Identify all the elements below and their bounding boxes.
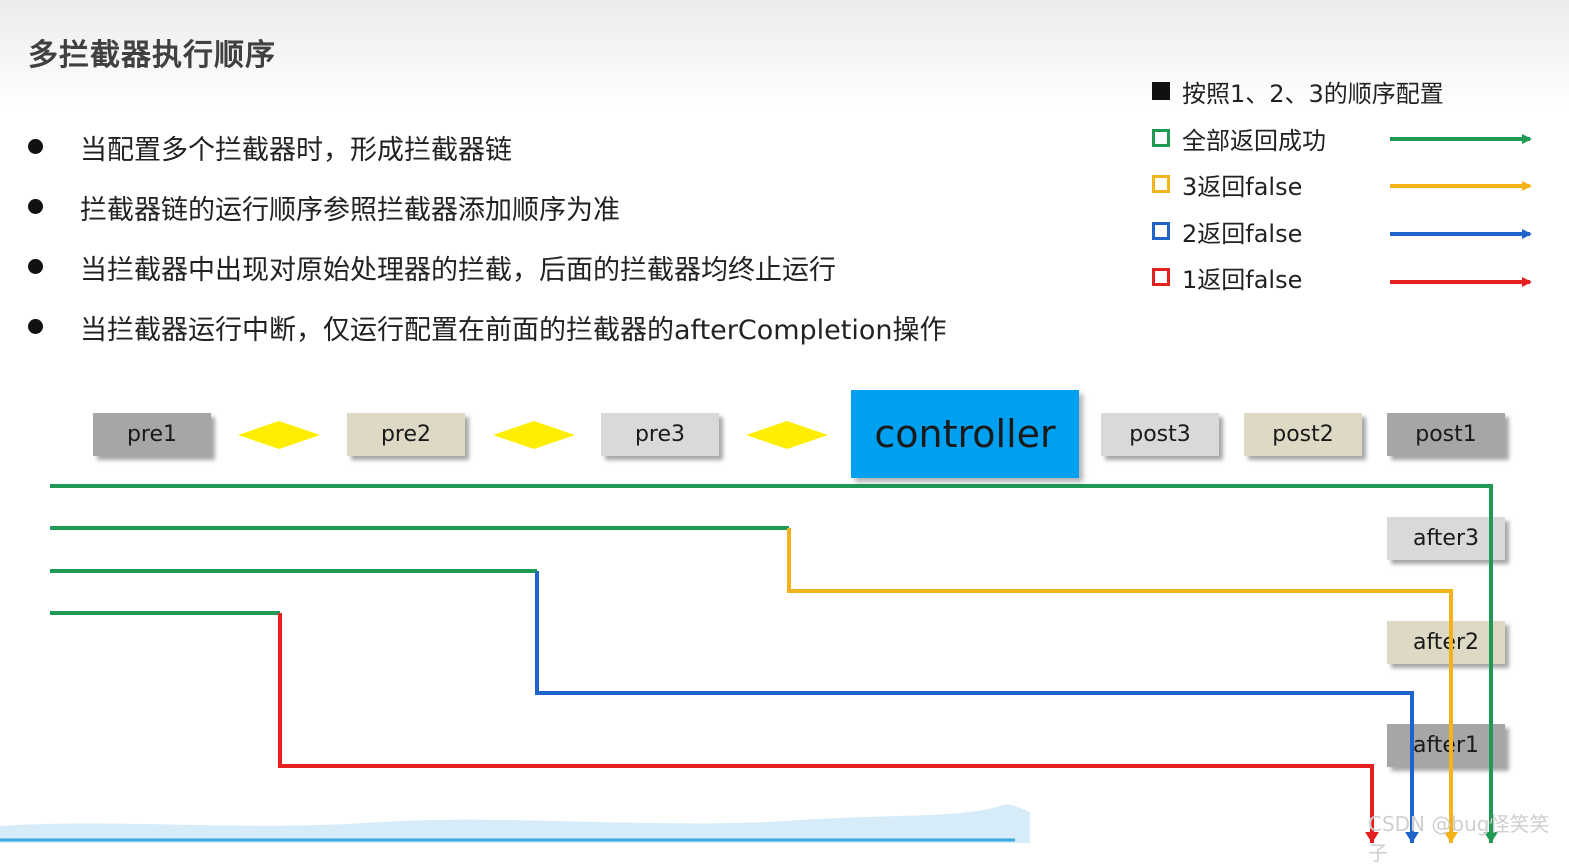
diamond-connector-3: [746, 421, 828, 449]
pre3-label: pre3: [634, 422, 686, 447]
bullet-dot: [28, 139, 43, 154]
flow-line-3-false: [787, 528, 1453, 843]
bullet-dot: [28, 319, 43, 334]
pre2-label: pre2: [380, 422, 432, 447]
legend-marker: [1152, 128, 1170, 147]
legend-label: 全部返回成功: [1182, 126, 1326, 155]
post3-box: post3: [1101, 413, 1219, 456]
pre1-label: pre1: [126, 422, 178, 447]
flow-line-1-false: [278, 613, 1374, 843]
bottom-wave-decoration: [0, 804, 1030, 843]
legend-label: 2返回false: [1182, 219, 1303, 248]
diamond-connector-2: [493, 421, 575, 449]
post3-label: post3: [1129, 422, 1191, 447]
watermark: CSDN @bug怪笑笑子: [1368, 812, 1550, 865]
bullet-dot: [28, 199, 43, 214]
legend-marker: [1152, 82, 1170, 100]
after2-box: after2: [1387, 621, 1505, 664]
bullet-text: 当拦截器运行中断，仅运行配置在前面的拦截器的afterCompletion操作: [80, 315, 947, 346]
pre3-box: pre3: [601, 413, 719, 456]
after3-label: after3: [1412, 526, 1480, 551]
bullet-text: 拦截器链的运行顺序参照拦截器添加顺序为准: [80, 195, 620, 226]
after1-box: after1: [1387, 724, 1505, 767]
after2-label: after2: [1412, 630, 1480, 655]
post2-label: post2: [1272, 422, 1334, 447]
post1-box: post1: [1387, 413, 1505, 456]
legend-label: 1返回false: [1182, 266, 1303, 294]
bullet-text: 当配置多个拦截器时，形成拦截器链: [80, 135, 512, 166]
bullet-dot: [28, 259, 43, 274]
page-title: 多拦截器执行顺序: [28, 38, 276, 73]
post2-box: post2: [1244, 413, 1362, 456]
controller-label: controller: [874, 412, 1056, 456]
after3-box: after3: [1387, 517, 1505, 560]
post1-label: post1: [1415, 422, 1477, 447]
after1-label: after1: [1412, 733, 1480, 758]
controller-box: controller: [851, 390, 1079, 478]
flow-line-all-success: [50, 484, 1493, 843]
bullet-text: 当拦截器中出现对原始处理器的拦截，后面的拦截器均终止运行: [80, 255, 836, 286]
diamond-connector-1: [238, 421, 320, 449]
pre1-box: pre1: [93, 413, 211, 456]
legend-marker: [1152, 175, 1170, 193]
legend-label: 3返回false: [1182, 173, 1303, 201]
legend-marker: [1152, 268, 1170, 286]
pre2-box: pre2: [347, 413, 465, 456]
legend-marker: [1152, 221, 1170, 240]
flow-line-2-false: [535, 571, 1414, 843]
legend-label: 按照1、2、3的顺序配置: [1182, 80, 1444, 108]
